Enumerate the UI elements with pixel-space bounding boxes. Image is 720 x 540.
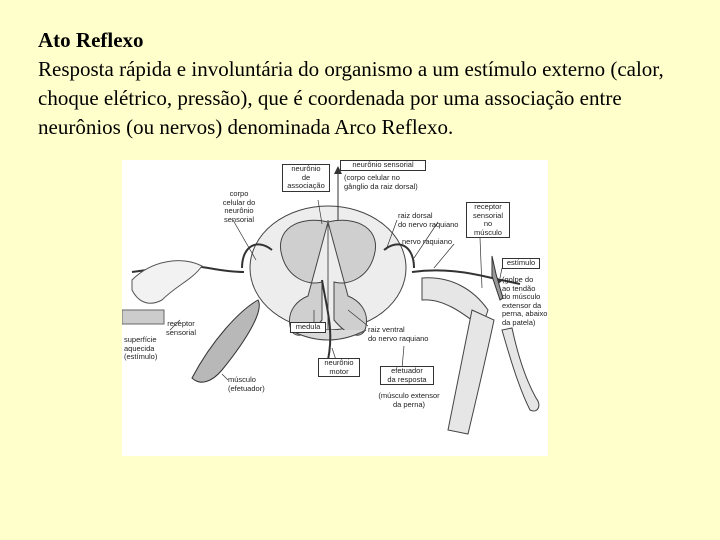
slide-text: Ato Reflexo Resposta rápida e involuntár… — [38, 26, 698, 142]
label-neuronio-associacao: neurônio de associação — [282, 164, 330, 192]
label-corpo-celular-neuronio-sensorial: corpo celular do neurônio sensorial — [222, 189, 256, 224]
hot-surface-illustration — [122, 309, 165, 325]
leg-illustration — [421, 277, 540, 435]
label-raiz-dorsal: raiz dorsal do nervo raquiano — [398, 211, 459, 229]
label-neuronio-motor: neurônio motor — [318, 358, 360, 377]
slide-title: Ato Reflexo — [38, 28, 144, 52]
label-efetuador-resposta: efetuador da resposta — [380, 366, 434, 385]
hand-illustration — [131, 260, 203, 304]
label-estimulo: estímulo — [502, 258, 540, 269]
label-raiz-ventral: raiz ventral do nervo raquiano — [368, 325, 429, 343]
reflex-hammer-illustration — [491, 255, 504, 301]
spinal-cord-illustration — [249, 205, 407, 341]
reflex-arc-diagram: neurônio de associação neurônio sensoria… — [122, 160, 548, 456]
label-musculo-efetuador: músculo (efetuador) — [228, 375, 265, 393]
label-receptor-sensorial-musculo: receptor sensorial no músculo — [466, 202, 510, 238]
label-nervo-raquiano: nervo raquiano — [402, 237, 453, 246]
label-receptor-sensorial: receptor sensorial — [165, 319, 196, 337]
label-musculo-extensor: (músculo extensor da perna) — [378, 391, 440, 409]
muscle-illustration — [191, 299, 260, 383]
slide-body: Resposta rápida e involuntária do organi… — [38, 57, 664, 139]
label-golpe-tendao: (golpe do ao tendão do músculo extensor … — [502, 275, 548, 327]
label-medula: medula — [290, 322, 326, 333]
reflex-arc-drawing — [122, 166, 540, 435]
label-neuronio-sensorial: neurônio sensorial — [340, 160, 426, 171]
label-corpo-celular-ganglio: (corpo celular no gânglio da raiz dorsal… — [344, 173, 418, 191]
right-nerve-path — [411, 269, 521, 285]
label-superficie-aquecida: superfície aquecida (estímulo) — [124, 335, 158, 361]
